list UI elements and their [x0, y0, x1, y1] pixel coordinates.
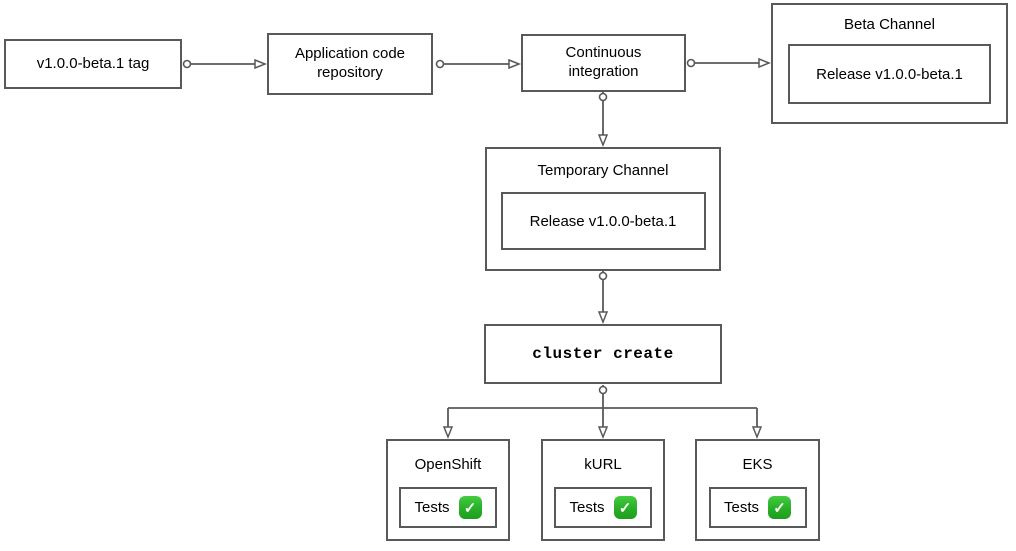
node-beta-channel: Beta Channel Release v1.0.0-beta.1 [771, 3, 1008, 124]
temporary-channel-title: Temporary Channel [537, 162, 669, 179]
kurl-title: kURL [584, 455, 622, 473]
node-eks-tests: Tests ✓ [708, 487, 807, 528]
check-mark-icon: ✓ [768, 496, 791, 519]
connector-cluster-create-branch [448, 385, 757, 437]
node-version-tag: v1.0.0-beta.1 tag [4, 39, 182, 89]
node-beta-release: Release v1.0.0-beta.1 [788, 44, 991, 104]
check-mark-icon: ✓ [458, 496, 482, 519]
node-eks: EKS Tests ✓ [695, 439, 820, 541]
connector-ci-to-temp-channel [600, 92, 607, 145]
node-kurl-tests: Tests ✓ [554, 487, 652, 528]
cluster-create-label: cluster create [532, 345, 674, 363]
connector-repo-to-ci [435, 61, 520, 68]
application-code-repository-label: Application code repository [294, 45, 406, 81]
version-tag-label: v1.0.0-beta.1 tag [36, 54, 150, 72]
node-temporary-channel: Temporary Channel Release v1.0.0-beta.1 [485, 147, 721, 271]
node-temporary-release: Release v1.0.0-beta.1 [500, 192, 706, 250]
eks-tests-label: Tests [723, 499, 759, 516]
connector-tag-to-repo [182, 61, 266, 68]
node-application-code-repository: Application code repository [267, 33, 433, 95]
node-openshift-tests: Tests ✓ [399, 487, 497, 528]
temporary-release-label: Release v1.0.0-beta.1 [529, 212, 677, 230]
node-continuous-integration: Continuous integration [521, 34, 686, 92]
connector-ci-to-beta-channel [686, 60, 770, 67]
kurl-tests-label: Tests [569, 499, 605, 516]
beta-release-label: Release v1.0.0-beta.1 [816, 65, 963, 83]
openshift-tests-label: Tests [414, 499, 450, 516]
node-openshift: OpenShift Tests ✓ [386, 439, 510, 541]
node-kurl: kURL Tests ✓ [541, 439, 665, 541]
node-cluster-create: cluster create [484, 324, 722, 384]
connector-temp-channel-to-cluster-create [600, 271, 607, 322]
eks-title: EKS [742, 455, 773, 473]
check-mark-icon: ✓ [613, 496, 637, 519]
openshift-title: OpenShift [414, 455, 482, 473]
continuous-integration-label: Continuous integration [565, 44, 642, 80]
beta-channel-title: Beta Channel [844, 16, 935, 33]
